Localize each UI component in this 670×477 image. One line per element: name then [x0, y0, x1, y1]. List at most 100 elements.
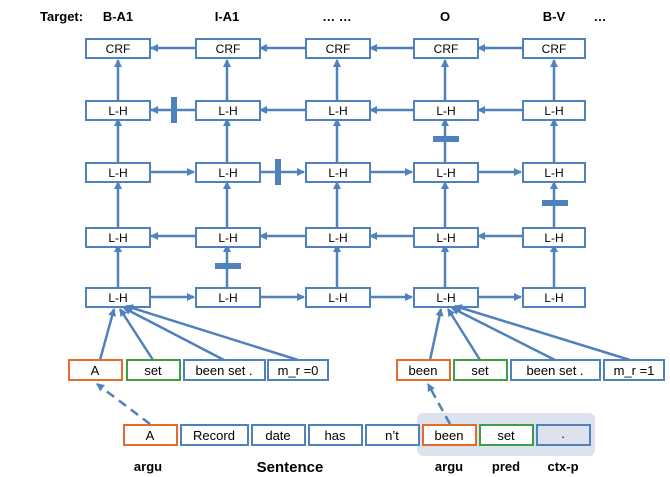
lh-label: L-H	[328, 104, 347, 118]
input-box-argument-label: A	[91, 363, 100, 378]
token-box-argument	[422, 424, 477, 446]
lh-label: L-H	[436, 166, 455, 180]
lh-box	[522, 287, 586, 308]
lh-label: L-H	[218, 104, 237, 118]
lh-box	[413, 287, 479, 308]
fan-in-right	[428, 304, 631, 362]
lh-node: L-H	[305, 100, 371, 121]
arrow-fan	[451, 306, 556, 362]
crf-label: CRF	[434, 42, 459, 56]
token-text: been	[435, 428, 464, 443]
lh-label: L-H	[108, 166, 127, 180]
target-prefix: Target:	[40, 9, 83, 24]
input-features-right: been set been set . m_r =1	[396, 359, 665, 381]
input-box-region-mark-label: m_r =1	[614, 363, 655, 378]
lh-label: L-H	[218, 231, 237, 245]
crf-node: CRF	[85, 38, 151, 59]
lh-label: L-H	[544, 291, 563, 305]
dashed-arrow-argument	[426, 383, 452, 425]
lh-box	[85, 287, 151, 308]
input-box-region-mark	[267, 359, 329, 381]
target-label-col4: O	[440, 9, 450, 24]
arrow-fan	[123, 306, 225, 362]
lh-box	[195, 162, 261, 183]
label-sentence: Sentence	[257, 459, 324, 476]
lh-label: L-H	[218, 166, 237, 180]
arrow-fan	[118, 308, 155, 361]
sentence-row: A Record date has n’t been set .	[123, 424, 591, 446]
highway-bar-horizontal	[433, 136, 459, 142]
crf-node: CRF	[195, 38, 261, 59]
token-box	[365, 424, 420, 446]
lh-label: L-H	[544, 104, 563, 118]
dashed-arrow-argument	[96, 383, 151, 425]
input-box-predicate-label: set	[144, 363, 162, 378]
lh-node: L-H	[522, 162, 586, 183]
lh-box	[195, 287, 261, 308]
arrow-fan	[446, 308, 482, 361]
crf-label: CRF	[542, 42, 567, 56]
lh-box	[522, 100, 586, 121]
lh-node: L-H	[413, 100, 479, 121]
arrow-fan	[428, 308, 444, 361]
target-label-col5: B-V	[543, 9, 566, 24]
crf-node: CRF	[305, 38, 371, 59]
lh-box	[305, 227, 371, 248]
lh-node: L-H	[85, 227, 151, 248]
arrow-fan	[125, 304, 299, 362]
label-pred: pred	[492, 459, 520, 474]
crf-label: CRF	[326, 42, 351, 56]
lh-box	[413, 227, 479, 248]
lh-box	[413, 162, 479, 183]
input-box-context-label: been set .	[526, 363, 583, 378]
lh-label: L-H	[436, 291, 455, 305]
highway-bar-vertical	[171, 97, 177, 123]
lh-node: L-H	[195, 227, 261, 248]
token-box	[123, 424, 178, 446]
lh-node: L-H	[413, 162, 479, 183]
lh-label: L-H	[108, 291, 127, 305]
token-box	[251, 424, 306, 446]
lh-box	[85, 162, 151, 183]
lh-label: L-H	[544, 166, 563, 180]
token-text: n’t	[385, 428, 399, 443]
token-box-context	[536, 424, 591, 446]
lh-node: L-H	[85, 100, 151, 121]
token-text: .	[561, 426, 565, 441]
token-text: set	[497, 428, 515, 443]
crf-node: CRF	[413, 38, 479, 59]
arrow-fan	[454, 304, 631, 362]
label-argu-right: argu	[435, 459, 463, 474]
lh-box	[305, 100, 371, 121]
input-box-context	[510, 359, 601, 381]
token-box	[180, 424, 249, 446]
bottom-labels: argu Sentence argu pred ctx-p	[134, 459, 579, 476]
label-argu-left: argu	[134, 459, 162, 474]
lh-label: L-H	[108, 104, 127, 118]
lh-node: L-H	[85, 287, 151, 308]
arrow-fan	[98, 308, 117, 361]
lh-box	[195, 100, 261, 121]
dashed-arrows	[96, 383, 452, 425]
lh-node: L-H	[522, 100, 586, 121]
lh-label: L-H	[328, 166, 347, 180]
lh-box	[413, 100, 479, 121]
lh-label: L-H	[328, 231, 347, 245]
lh-box	[305, 162, 371, 183]
lh-node: L-H	[305, 287, 371, 308]
input-box-predicate	[453, 359, 508, 381]
token-text: A	[146, 428, 155, 443]
input-box-predicate	[126, 359, 181, 381]
lh-node: L-H	[85, 162, 151, 183]
highway-bar-vertical	[275, 159, 281, 185]
highway-bar-horizontal	[542, 200, 568, 206]
lh-node: L-H	[522, 227, 586, 248]
crf-node: CRF	[522, 38, 586, 59]
token-box-predicate	[479, 424, 534, 446]
label-ctx: ctx-p	[547, 459, 578, 474]
target-label-col2: I-A1	[215, 9, 240, 24]
crf-row: CRF CRF CRF CRF CRF	[85, 38, 586, 59]
lh-node: L-H	[195, 287, 261, 308]
crf-label: CRF	[106, 42, 131, 56]
